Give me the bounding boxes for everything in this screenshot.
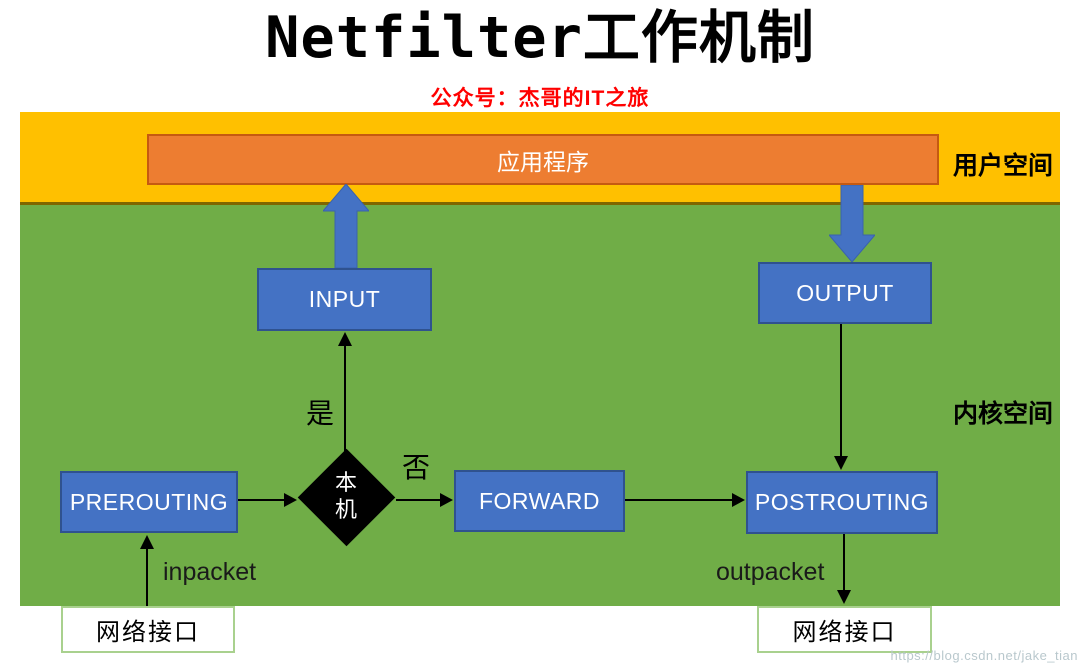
decision-char-1: 本: [334, 470, 357, 495]
node-prerouting: PREROUTING: [60, 471, 238, 533]
input-label: INPUT: [308, 286, 381, 312]
arrowhead-decision-to-forward: [440, 493, 453, 507]
arrow-line-decision-to-input: [344, 345, 346, 453]
network-interface-box-right: 网络接口: [757, 606, 932, 653]
application-label: 应用程序: [497, 148, 589, 175]
band-divider-line: [20, 202, 1060, 205]
watermark: https://blog.csdn.net/jake_tian: [890, 648, 1078, 663]
network-interface-right-label: 网络接口: [792, 619, 897, 646]
page-title: Netfilter工作机制: [265, 5, 815, 71]
arrow-line-prerouting-to-decision: [238, 499, 284, 501]
inpacket-label: inpacket: [163, 558, 257, 586]
outpacket-label: outpacket: [716, 558, 825, 586]
arrow-line-forward-to-postrouting: [625, 499, 732, 501]
user-space-label: 用户空间: [952, 152, 1053, 180]
kernel-space-label: 内核空间: [952, 400, 1053, 428]
arrow-input-to-application: [323, 184, 369, 268]
prerouting-label: PREROUTING: [69, 488, 229, 515]
no-label: 否: [402, 452, 431, 483]
arrowhead-interface-to-prerouting: [140, 535, 154, 549]
network-interface-box-left: 网络接口: [61, 606, 235, 653]
network-interface-left-label: 网络接口: [96, 619, 200, 646]
node-input: INPUT: [257, 268, 432, 331]
decision-label: 本 机: [316, 469, 376, 527]
arrow-application-to-output: [829, 185, 875, 262]
yes-label: 是: [306, 398, 335, 429]
arrow-line-postrouting-to-interface: [843, 534, 845, 591]
node-forward: FORWARD: [454, 470, 625, 532]
decision-char-2: 机: [334, 497, 357, 522]
forward-label: FORWARD: [478, 487, 601, 514]
arrow-line-interface-to-prerouting: [146, 549, 148, 606]
node-output: OUTPUT: [758, 262, 932, 324]
arrowhead-prerouting-to-decision: [284, 493, 297, 507]
output-label: OUTPUT: [796, 279, 894, 306]
arrowhead-decision-to-input: [338, 332, 352, 346]
postrouting-label: POSTROUTING: [754, 489, 930, 515]
application-box: 应用程序: [147, 134, 939, 185]
node-postrouting: POSTROUTING: [746, 471, 938, 534]
arrow-line-decision-to-forward: [396, 499, 440, 501]
page-subtitle: 公众号：杰哥的IT之旅: [430, 87, 650, 110]
arrowhead-output-to-postrouting: [834, 456, 848, 470]
arrowhead-postrouting-to-interface: [837, 590, 851, 604]
arrow-line-output-to-postrouting: [840, 324, 842, 457]
arrowhead-forward-to-postrouting: [732, 493, 745, 507]
